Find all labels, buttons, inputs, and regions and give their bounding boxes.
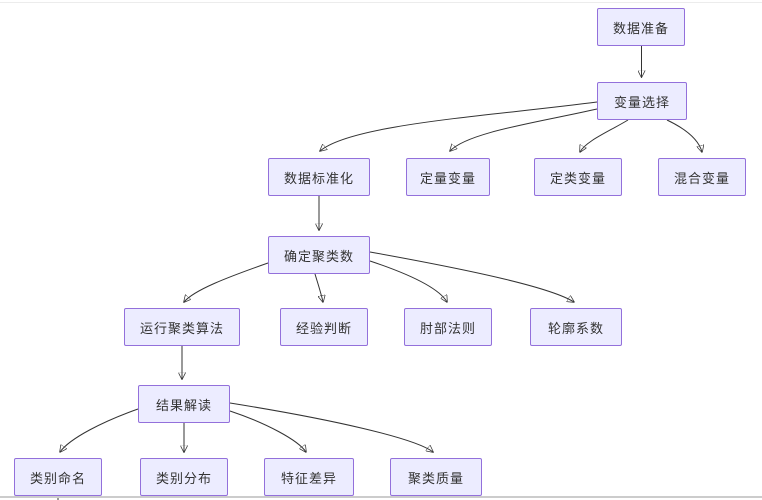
node-determine-cluster-count: 确定聚类数 [268, 236, 370, 274]
node-label: 确定聚类数 [283, 248, 354, 264]
edge-variable-selection-to-data-standardization [320, 101, 598, 151]
node-label: 特征差异 [280, 470, 337, 486]
node-result-interpretation: 结果解读 [138, 385, 230, 423]
node-label: 聚类质量 [407, 470, 464, 486]
edge-determine-cluster-count-to-run-clustering-algorithm [184, 262, 269, 302]
node-label: 数据准备 [612, 20, 669, 36]
node-mixed-variables: 混合变量 [658, 158, 746, 196]
node-label: 结果解读 [155, 397, 212, 413]
node-label: 经验判断 [295, 320, 352, 336]
node-label: 数据标准化 [283, 170, 354, 186]
node-label: 运行聚类算法 [139, 320, 224, 336]
node-label: 类别分布 [155, 470, 212, 486]
edge-variable-selection-to-categorical-variables [580, 119, 629, 152]
node-label: 变量选择 [613, 94, 670, 110]
edge-result-interpretation-to-cluster-quality [229, 402, 433, 452]
node-label: 轮廓系数 [547, 320, 604, 336]
edge-determine-cluster-count-to-empirical-judgment [314, 273, 323, 302]
node-run-clustering-algorithm: 运行聚类算法 [124, 308, 240, 346]
node-categorical-variables: 定类变量 [534, 158, 622, 196]
node-silhouette-coefficient: 轮廓系数 [530, 308, 622, 346]
node-elbow-method: 肘部法则 [404, 308, 492, 346]
edge-variable-selection-to-quantitative-variables [450, 108, 598, 151]
node-category-distribution: 类别分布 [140, 458, 228, 496]
node-data-standardization: 数据标准化 [268, 158, 370, 196]
node-data-preparation: 数据准备 [597, 8, 685, 46]
edge-variable-selection-to-mixed-variables [666, 119, 702, 152]
node-label: 定量变量 [419, 170, 476, 186]
node-quantitative-variables: 定量变量 [406, 158, 490, 196]
node-label: 混合变量 [673, 170, 730, 186]
node-feature-differences: 特征差异 [264, 458, 354, 496]
node-empirical-judgment: 经验判断 [280, 308, 368, 346]
edge-result-interpretation-to-category-naming [60, 408, 139, 452]
node-label: 类别命名 [29, 470, 86, 486]
top-divider [0, 2, 762, 3]
node-label: 定类变量 [549, 170, 606, 186]
node-variable-selection: 变量选择 [597, 82, 687, 120]
bottom-divider [0, 496, 762, 498]
node-cluster-quality: 聚类质量 [390, 458, 482, 496]
node-label: 肘部法则 [419, 320, 476, 336]
edge-determine-cluster-count-to-silhouette-coefficient [369, 251, 574, 302]
edge-result-interpretation-to-feature-differences [229, 410, 306, 452]
node-category-naming: 类别命名 [14, 458, 102, 496]
edge-determine-cluster-count-to-elbow-method [369, 260, 447, 302]
